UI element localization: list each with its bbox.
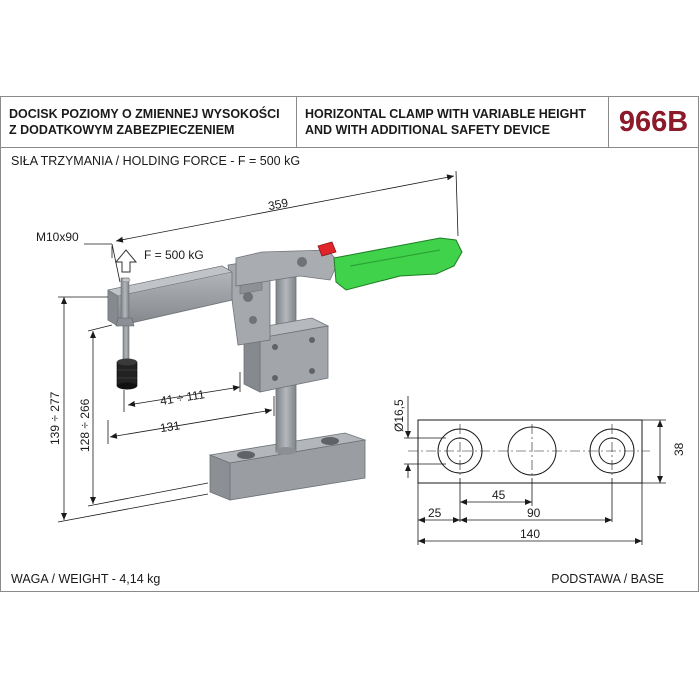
dim-reach-range: 41 ÷ 111 (159, 387, 206, 408)
dim-base-length: 140 (520, 527, 540, 541)
clamp-dimensions (57, 170, 459, 523)
dim-base-edge: 25 (428, 506, 442, 520)
rubber-tip (116, 358, 138, 390)
dim-height-outer: 139 ÷ 277 (48, 391, 62, 445)
dim-reach: 131 (159, 418, 181, 435)
dim-hole-diameter: Ø16,5 (392, 399, 406, 432)
product-code: 966B (618, 106, 689, 138)
base-block (208, 432, 367, 501)
column-mount-block (242, 317, 330, 393)
dim-base-pitch-half: 45 (492, 488, 506, 502)
green-handle (333, 237, 463, 291)
weight-label: WAGA / WEIGHT - 4,14 kg (11, 572, 161, 586)
dim-screw: M10x90 (36, 230, 79, 244)
base-dimensions (404, 396, 666, 545)
lever (235, 249, 339, 287)
clamp-dimension-labels: 359 M10x90 F = 500 kG 41 ÷ 111 131 139 ÷… (36, 196, 290, 452)
force-arrow (114, 249, 138, 273)
title-english-line1: HORIZONTAL CLAMP WITH VARIABLE HEIGHT (305, 107, 587, 121)
dim-overall-length: 359 (267, 196, 290, 214)
title-english: HORIZONTAL CLAMP WITH VARIABLE HEIGHT AN… (297, 97, 609, 147)
base-dimension-labels: Ø16,5 38 45 25 90 140 (392, 399, 686, 541)
base-label: PODSTAWA / BASE (551, 572, 664, 586)
dim-height-inner: 128 ÷ 266 (78, 398, 92, 452)
safety-button (317, 241, 337, 257)
title-block: DOCISK POZIOMY O ZMIENNEJ WYSOKOŚCI Z DO… (1, 97, 698, 148)
dim-force: F = 500 kG (144, 248, 204, 262)
drawing-sheet: DOCISK POZIOMY O ZMIENNEJ WYSOKOŚCI Z DO… (0, 96, 699, 592)
holding-force-label: SIŁA TRZYMANIA / HOLDING FORCE - F = 500… (11, 154, 301, 168)
title-polish: DOCISK POZIOMY O ZMIENNEJ WYSOKOŚCI Z DO… (1, 97, 297, 147)
clamp-arm (107, 265, 233, 327)
title-polish-line1: DOCISK POZIOMY O ZMIENNEJ WYSOKOŚCI (9, 107, 280, 121)
clamp-illustration (107, 237, 463, 501)
title-english-line2: AND WITH ADDITIONAL SAFETY DEVICE (305, 123, 550, 137)
base-plan-view (408, 419, 650, 484)
dim-base-pitch: 90 (527, 506, 541, 520)
dim-base-width: 38 (672, 442, 686, 456)
title-polish-line2: Z DODATKOWYM ZABEZPIECZENIEM (9, 123, 235, 137)
